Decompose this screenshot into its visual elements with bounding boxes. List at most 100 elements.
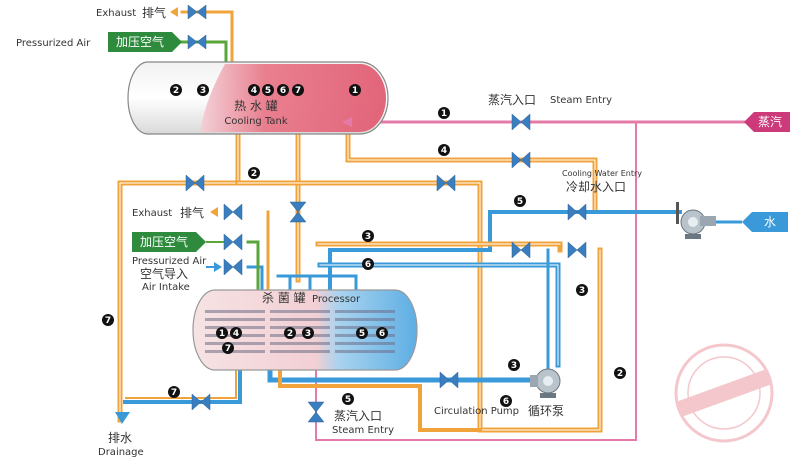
valve-line-3a[interactable] [511, 241, 531, 259]
steam-source-badge: 蒸汽 [744, 112, 790, 132]
tank-marker-1: 1 [349, 84, 361, 96]
valve-mid-exhaust[interactable] [223, 203, 243, 221]
pipe-line-6-core [319, 264, 559, 366]
pipe-marker-mid-6: 6 [362, 258, 374, 270]
valve-air-intake[interactable] [223, 258, 243, 276]
drainage-arrow-icon [115, 412, 130, 424]
proc-marker-5: 5 [356, 327, 368, 339]
proc-marker-6: 6 [376, 327, 388, 339]
mid-pressurized-badge: 加压空气 [132, 232, 206, 252]
pipe-marker-cool-5: 5 [514, 195, 526, 207]
mid-pressurized-zh: 加压空气 [140, 234, 188, 249]
top-pressurized-zh: 加压空气 [116, 34, 164, 49]
pipe-marker-right-3: 3 [576, 284, 588, 296]
valve-steam-bottom[interactable] [307, 401, 325, 423]
steam-badge-label: 蒸汽 [758, 114, 782, 129]
proc-marker-2: 2 [284, 327, 296, 339]
circulation-pump-zh: 循环泵 [528, 404, 564, 418]
valve-mid-pressurized[interactable] [223, 233, 243, 251]
mid-exhaust-arrow-icon [210, 207, 218, 217]
svg-text:5: 5 [517, 197, 523, 207]
svg-text:6: 6 [379, 329, 385, 339]
steam-entry-top-zh: 蒸汽入口 [488, 92, 536, 107]
steam-entry-bottom-zh: 蒸汽入口 [334, 408, 382, 423]
pipe-proc-bottom [267, 367, 533, 383]
cooling-pump-icon [676, 202, 716, 239]
pipe-drain-7 [123, 360, 242, 404]
valve-line-3b[interactable] [567, 241, 587, 259]
pipe-marker-tank-4: 4 [438, 144, 450, 156]
svg-text:2: 2 [287, 329, 293, 339]
svg-text:5: 5 [345, 395, 351, 405]
air-intake-zh: 空气导入 [140, 266, 188, 281]
cooling-water-entry-en: Cooling Water Entry [562, 169, 642, 178]
valve-tank-vertical[interactable] [289, 201, 307, 223]
svg-text:2: 2 [251, 169, 257, 179]
tank-marker-5: 5 [262, 84, 274, 96]
svg-text:3: 3 [365, 232, 371, 242]
svg-text:3: 3 [200, 86, 206, 96]
cooling-tank-label-zh: 热 水 罐 [234, 99, 278, 113]
svg-text:3: 3 [579, 286, 585, 296]
pipe-tank-4 [345, 129, 598, 213]
proc-marker-3: 3 [302, 327, 314, 339]
valve-circulation[interactable] [439, 371, 459, 389]
pipe-tank-2-core [119, 131, 239, 421]
pipe-marker-bottom-5: 5 [342, 393, 354, 405]
valve-top-exhaust[interactable] [187, 4, 207, 20]
mid-exhaust-en: Exhaust [132, 208, 172, 219]
svg-text:4: 4 [233, 329, 239, 339]
svg-text:3: 3 [305, 329, 311, 339]
circulation-pump-icon [530, 368, 561, 398]
proc-marker-1: 1 [216, 327, 228, 339]
proc-marker-4: 4 [230, 327, 242, 339]
water-source-badge: 水 [742, 212, 788, 232]
valve-steam-top[interactable] [511, 113, 531, 131]
cooling-tank-label-en: Cooling Tank [224, 116, 288, 127]
valve-top-pressurized[interactable] [187, 34, 207, 50]
water-badge-label: 水 [764, 215, 776, 229]
svg-text:2: 2 [617, 369, 623, 379]
valve-line-183[interactable] [436, 174, 456, 192]
drainage-en: Drainage [98, 447, 144, 458]
svg-text:4: 4 [251, 86, 257, 96]
pipe-proc-bottom-orange [278, 368, 482, 432]
processor-number-markers: 1 4 7 2 3 5 6 [216, 327, 388, 354]
svg-text:1: 1 [441, 109, 447, 119]
pipe-cooling-processor [328, 248, 492, 292]
air-intake-en: Air Intake [142, 282, 190, 293]
cooling-tank: 热 水 罐 Cooling Tank [127, 61, 389, 135]
tank-marker-6: 6 [277, 84, 289, 96]
pipe-drain-orange [125, 359, 237, 399]
top-exhaust-en: Exhaust [96, 8, 136, 19]
svg-text:7: 7 [171, 388, 177, 398]
valve-line-2[interactable] [185, 174, 205, 192]
svg-text:6: 6 [280, 86, 286, 96]
valve-line-4[interactable] [511, 151, 531, 169]
pipe-proc-bundle [276, 274, 358, 292]
mid-pressurized-en: Pressurized Air [132, 256, 207, 267]
tank-marker-2: 2 [170, 84, 182, 96]
tank-marker-7: 7 [292, 84, 304, 96]
tank-marker-4: 4 [248, 84, 260, 96]
valve-drain[interactable] [191, 393, 211, 411]
valve-cooling[interactable] [567, 203, 587, 221]
svg-text:3: 3 [511, 361, 517, 371]
valves [185, 4, 587, 423]
top-pressurized-badge: 加压空气 [108, 32, 182, 52]
steam-arrow-icon [342, 117, 352, 127]
pipes [117, 10, 746, 441]
pipe-marker-mid-3: 3 [362, 230, 374, 242]
cooling-water-entry-zh: 冷却水入口 [566, 180, 626, 194]
mid-exhaust-zh: 排气 [180, 205, 204, 220]
protected-image-stamp [674, 343, 774, 443]
pipe-number-markers: 1 4 2 5 3 6 3 3 2 7 7 5 6 [102, 107, 626, 407]
proc-marker-7: 7 [222, 342, 234, 354]
svg-text:5: 5 [265, 86, 271, 96]
top-exhaust-zh: 排气 [142, 5, 166, 20]
svg-text:6: 6 [503, 397, 509, 407]
top-exhaust-arrow-icon [170, 7, 178, 17]
air-intake-arrow-icon [214, 262, 222, 272]
pipe-marker-left-7: 7 [102, 314, 114, 326]
